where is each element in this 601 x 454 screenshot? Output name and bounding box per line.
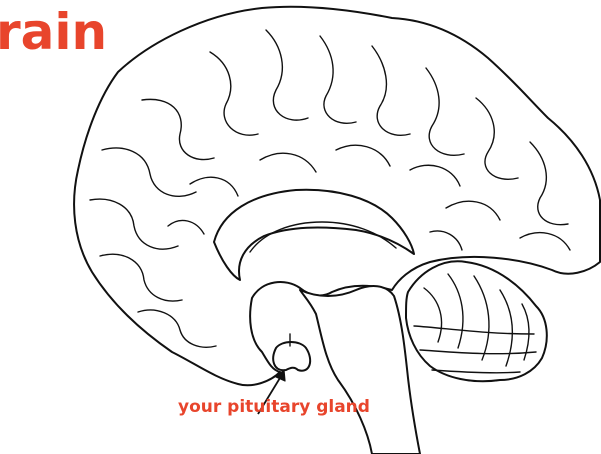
pituitary-gland <box>273 342 310 371</box>
brainstem <box>300 286 420 454</box>
fornix <box>250 222 396 252</box>
pituitary-gland-label: your pituitary gland <box>178 396 370 418</box>
corpus-callosum <box>214 190 414 280</box>
